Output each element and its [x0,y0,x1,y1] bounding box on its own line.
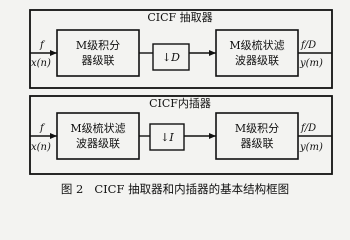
decimator-downsample-block [152,43,190,71]
decimator-downsample-label: ↓D [162,51,180,64]
interpolator-input-rate: f [39,123,46,134]
figure-caption: 图 2 CICF 抽取器和内插器的基本结构框图 [61,182,289,196]
interpolator-title: CICF内插器 [149,96,211,110]
interpolator-sample-label: ↓I [160,131,174,144]
interpolator-comb-block [56,112,140,160]
decimator-output-rate: f/D [300,40,316,51]
decimator-output-signal: y(m) [299,58,323,69]
interpolator-comb-line2: 波器级联 [76,137,120,150]
decimator-input-signal: x(n) [31,58,51,69]
decimator-input-rate: f [39,40,46,51]
interpolator-panel [29,95,333,175]
decimator-integrator-line1: M级积分 [76,39,120,52]
interpolator-integrator-line2: 器级联 [241,137,274,150]
decimator-panel [29,9,333,89]
decimator-integrator-line2: 器级联 [82,54,115,67]
decimator-integrator-block [56,29,140,77]
interpolator-input-signal: x(n) [31,142,51,153]
decimator-comb-line2: 波器级联 [235,54,279,67]
block-diagram: CICF 抽取器 f x(n) M级积分 器级联 ↓D M级梳状滤 波器级联 f… [29,9,333,196]
interpolator-output-signal: y(m) [299,142,323,153]
interpolator-integrator-block [215,112,299,160]
interpolator-sample-block [149,123,185,151]
decimator-comb-block [215,29,299,77]
decimator-comb-line1: M级梳状滤 [229,38,284,52]
decimator-title: CICF 抽取器 [147,10,212,24]
interpolator-integrator-line1: M级积分 [235,122,279,135]
interpolator-output-rate: f/D [300,123,316,134]
interpolator-comb-line1: M级梳状滤 [70,121,125,135]
